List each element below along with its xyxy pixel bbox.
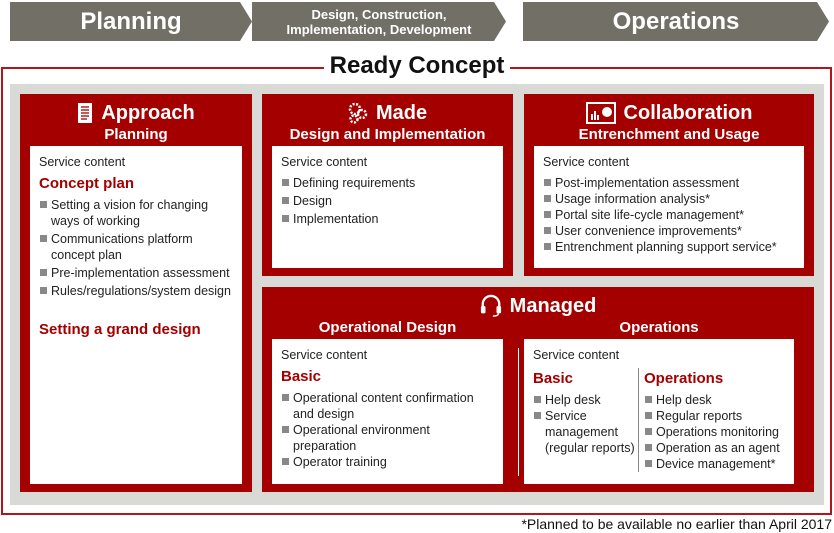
made-card: Made Design and Implementation Service c… — [262, 94, 513, 276]
operational-design-section: Operational Design Service content Basic… — [272, 319, 503, 484]
made-subtitle: Design and Implementation — [289, 126, 486, 143]
approach-content: Service content Concept plan Setting a v… — [30, 146, 242, 484]
list-item: Regular reports — [644, 408, 790, 424]
list-item: Implementation — [281, 211, 494, 227]
list-item: Entrenchment planning support service* — [543, 239, 795, 255]
phase-design: Design, Construction, Implementation, De… — [252, 2, 506, 41]
list-item: Device management* — [644, 456, 790, 472]
service-label: Service content — [543, 155, 630, 169]
footnote: *Planned to be available no earlier than… — [521, 516, 832, 532]
list-item: Usage information analysis* — [543, 191, 795, 207]
approach-title: Approach — [101, 102, 195, 124]
list-item: Post-implementation assessment — [543, 175, 795, 191]
divider — [518, 348, 519, 476]
concept-plan-heading: Concept plan — [39, 175, 135, 192]
service-label: Service content — [39, 155, 126, 169]
list-item: Design — [281, 193, 494, 209]
list-item: Defining requirements — [281, 175, 494, 191]
operations-content: Service content Basic Help desk Service … — [524, 339, 794, 484]
list-item: Service management (regular reports) — [533, 408, 635, 456]
operational-design-subtitle: Operational Design — [318, 319, 457, 336]
gears-icon — [348, 102, 368, 124]
operational-design-content: Service content Basic Operational conten… — [272, 339, 503, 484]
basic-heading: Basic — [281, 368, 322, 385]
approach-subtitle: Planning — [104, 126, 168, 143]
list-item: User convenience improvements* — [543, 223, 795, 239]
list-item: Operations monitoring — [644, 424, 790, 440]
list-item: Help desk — [644, 392, 790, 408]
approach-card: Approach Planning Service content Concep… — [20, 94, 252, 492]
collaboration-content: Service content Post-implementation asse… — [534, 146, 804, 268]
list-item: Operational content confirmation and des… — [281, 390, 494, 422]
basic-column: Basic Help desk Service management (regu… — [533, 368, 639, 472]
operations-column: Operations Help desk Regular reports Ope… — [639, 368, 790, 472]
made-title: Made — [375, 102, 428, 124]
list-item: Setting a vision for changing ways of wo… — [39, 197, 233, 229]
service-label: Service content — [281, 348, 368, 362]
collaboration-subtitle: Entrenchment and Usage — [578, 126, 760, 143]
operations-subtitle: Operations — [619, 319, 699, 336]
collaboration-card: Collaboration Entrenchment and Usage Ser… — [524, 94, 814, 276]
dashboard-icon — [585, 102, 616, 124]
headset-icon — [480, 294, 501, 317]
list-item: Pre-implementation assessment — [39, 265, 233, 281]
list-item: Communications platform concept plan — [39, 231, 233, 263]
list-item: Operational environment preparation — [281, 422, 494, 454]
phase-operations: Operations — [523, 2, 829, 41]
document-icon — [78, 103, 93, 123]
service-label: Service content — [533, 348, 620, 362]
managed-title: Managed — [509, 295, 597, 317]
made-content: Service content Defining requirements De… — [272, 146, 503, 268]
list-item: Help desk — [533, 392, 635, 408]
list-item: Rules/regulations/system design — [39, 283, 233, 299]
list-item: Portal site life-cycle management* — [543, 207, 795, 223]
service-label: Service content — [281, 155, 368, 169]
list-item: Operator training — [281, 454, 494, 470]
grand-design-heading: Setting a grand design — [39, 321, 201, 338]
operations-section: Operations Service content Basic Help de… — [524, 319, 794, 484]
managed-card: Managed Operational Design Service conte… — [262, 287, 814, 492]
phase-planning: Planning — [10, 2, 252, 41]
operations-heading: Operations — [644, 370, 724, 387]
collaboration-title: Collaboration — [623, 102, 753, 124]
basic-heading: Basic — [533, 370, 574, 387]
list-item: Operation as an agent — [644, 440, 790, 456]
